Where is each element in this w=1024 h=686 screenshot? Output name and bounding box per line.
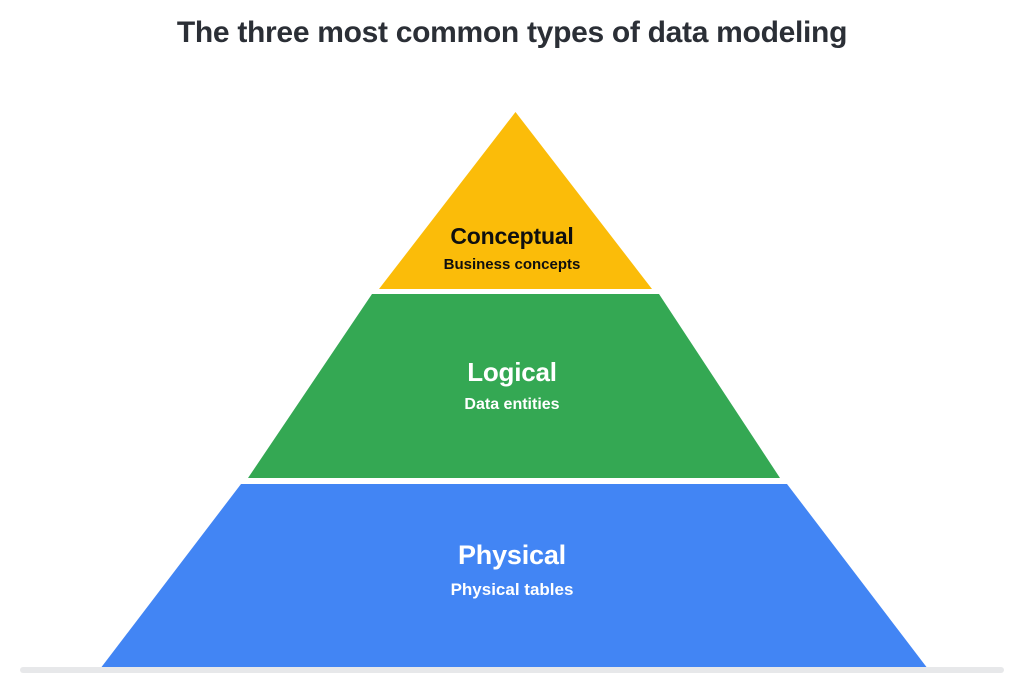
baseline-rule — [20, 667, 1004, 673]
pyramid-segment-physical[interactable] — [100, 484, 928, 669]
page-title: The three most common types of data mode… — [176, 16, 848, 49]
pyramid-segment-logical[interactable] — [248, 294, 780, 478]
pyramid-segment-conceptual[interactable] — [379, 112, 652, 289]
